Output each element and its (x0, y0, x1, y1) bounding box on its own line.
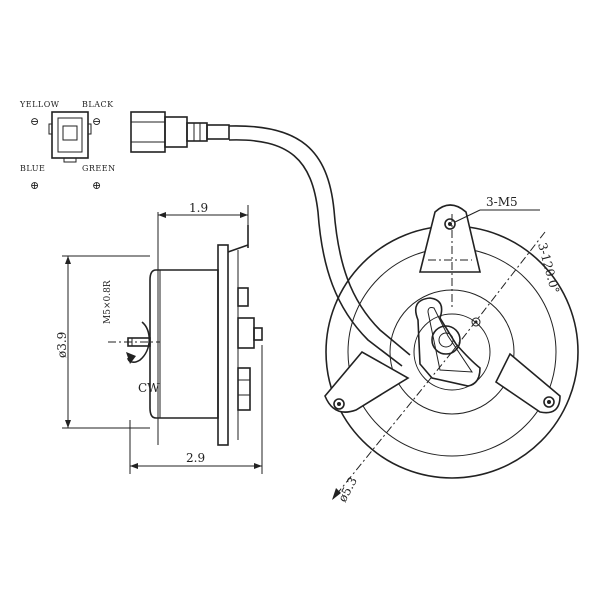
dim-diameter-motor: ø3.9 (55, 332, 69, 358)
connector-plug (130, 111, 230, 153)
blue-plus-icon: ⊕ (30, 179, 39, 192)
label-black: BLACK (82, 100, 114, 109)
black-minus-icon: ⊖ (92, 115, 101, 128)
label-green: GREEN (82, 164, 116, 173)
label-mount-screws: 3-M5 (486, 195, 518, 209)
label-yellow: YELLOW (19, 100, 60, 109)
label-blue: BLUE (20, 164, 45, 173)
front-view: 3-M5 3-120.0° ø5.3 (324, 195, 579, 505)
connector-pinout: YELLOW BLACK ⊖ ⊖ BLUE GREEN ⊕ ⊕ (19, 100, 116, 192)
dim-depth-bottom: 2.9 (186, 451, 205, 465)
dim-shaft-thread: M5×0.8R (103, 280, 113, 324)
side-view: 1.9 ø3.9 M5×0.8R CW (55, 201, 263, 474)
dim-depth-top: 1.9 (189, 201, 208, 215)
dim-bolt-circle: ø5.3 (335, 475, 360, 505)
green-plus-icon: ⊕ (92, 179, 101, 192)
label-mount-angle: 3-120.0° (535, 241, 562, 295)
yellow-minus-icon: ⊖ (30, 115, 39, 128)
connector-face-icon (48, 111, 92, 163)
rotation-direction: CW (138, 381, 160, 395)
